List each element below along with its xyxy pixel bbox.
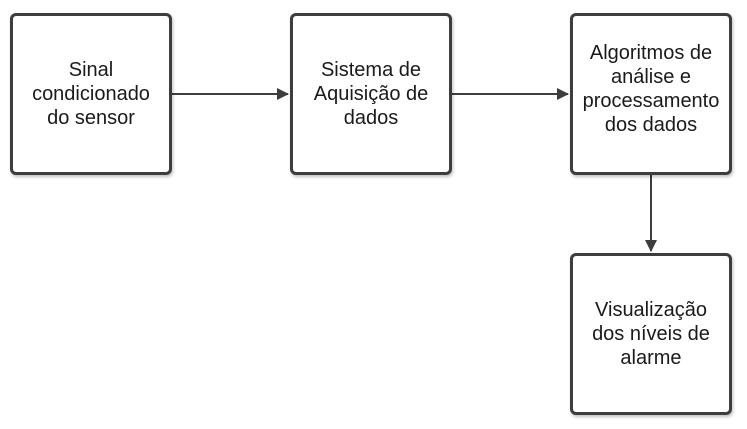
node-label: Sinal condicionado do sensor [32,59,150,129]
node-sistema-aquisicao: Sistema de Aquisição de dados [290,13,452,175]
node-label: Sistema de Aquisição de dados [313,59,429,129]
node-sinal-condicionado: Sinal condicionado do sensor [10,13,172,175]
node-algoritmos-analise: Algoritmos de análise e processamento do… [570,13,732,175]
node-label: Visualização dos níveis de alarme [592,299,710,369]
node-visualizacao-alarme: Visualização dos níveis de alarme [570,253,732,415]
node-label: Algoritmos de análise e processamento do… [582,42,720,136]
